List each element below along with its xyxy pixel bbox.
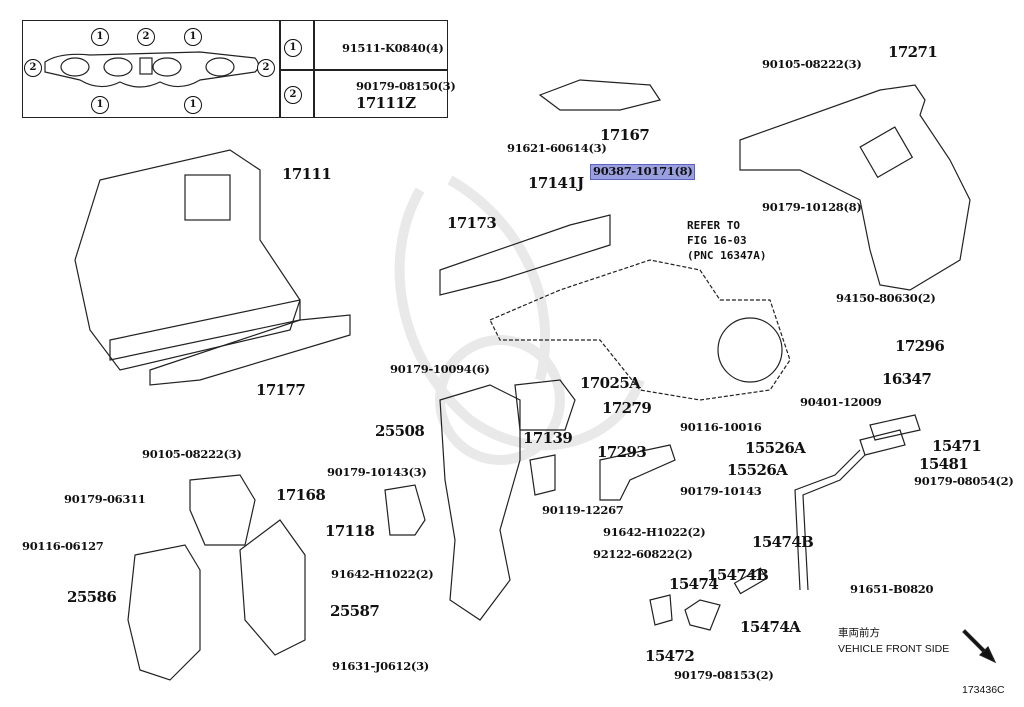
part-label[interactable]: 90179-06311 (64, 492, 146, 506)
part-label[interactable]: 15472 (645, 647, 695, 665)
part-label[interactable]: 17271 (888, 43, 938, 61)
part-label[interactable]: 91642-H1022(2) (331, 567, 434, 581)
part-label[interactable]: 91651-B0820 (850, 582, 934, 596)
part-label[interactable]: 91631-J0612(3) (332, 659, 429, 673)
part-label[interactable]: 17167 (600, 126, 650, 144)
part-label[interactable]: 90116-10016 (680, 420, 762, 434)
gasket-marker: 1 (91, 28, 109, 46)
part-label[interactable]: 90179-10143(3) (327, 465, 427, 479)
gasket-17173 (439, 214, 611, 296)
gasket-marker: 2 (137, 28, 155, 46)
part-label[interactable]: 17177 (256, 381, 306, 399)
heat-shield-17271 (739, 84, 971, 291)
part-label[interactable]: 17118 (325, 522, 375, 540)
part-label[interactable]: 15481 (919, 455, 969, 473)
part-label[interactable]: 91511-K0840(4) (342, 41, 444, 55)
exhaust-manifold (489, 259, 791, 401)
part-label[interactable]: 17111 (282, 165, 332, 183)
part-label[interactable]: 15526A (745, 439, 806, 457)
part-label[interactable]: 94150-80630(2) (836, 291, 936, 305)
heat-insulator-17168 (189, 474, 256, 546)
gasket-17177 (149, 314, 351, 386)
part-label[interactable]: 17173 (447, 214, 497, 232)
legend-callout-1: 1 (284, 39, 302, 57)
part-label[interactable]: 17279 (602, 399, 652, 417)
part-label[interactable]: 17111Z (356, 94, 416, 112)
part-label[interactable]: 90179-08153(2) (674, 668, 774, 682)
part-label[interactable]: 17141J (528, 174, 584, 192)
gasket-marker: 1 (184, 96, 202, 114)
part-label[interactable]: 90179-10128(8) (762, 200, 862, 214)
refer-note: REFER TO FIG 16-03 (PNC 16347A) (687, 219, 767, 262)
legend-gasket-drawing (44, 51, 260, 88)
legend-divider (279, 69, 447, 71)
fastener-legend (22, 20, 448, 118)
part-label[interactable]: 90179-08054(2) (914, 474, 1014, 488)
part-label[interactable]: 90105-08222(3) (142, 447, 242, 461)
heat-insulator-25586 (127, 544, 201, 681)
part-label[interactable]: 25508 (375, 422, 425, 440)
part-label[interactable]: 17025A (580, 374, 641, 392)
bracket-17167 (538, 79, 661, 111)
legend-callout-2: 2 (284, 86, 302, 104)
front-label-en: VEHICLE FRONT SIDE (838, 643, 950, 655)
heat-insulator-25587 (239, 519, 306, 656)
intake-manifold-17111 (74, 149, 301, 371)
part-label[interactable]: 90179-08150(3) (356, 79, 456, 93)
part-label[interactable]: 92122-60822(2) (593, 547, 693, 561)
part-label[interactable]: 25586 (67, 588, 117, 606)
gasket-marker: 2 (257, 59, 275, 77)
gasket-marker: 1 (91, 96, 109, 114)
part-label[interactable]: 15526A (727, 461, 788, 479)
gasket-marker: 2 (24, 59, 42, 77)
figure-id: 173436C (962, 684, 1005, 696)
gasket-marker: 1 (184, 28, 202, 46)
part-label[interactable]: 15474B (752, 533, 814, 551)
part-label[interactable]: 16347 (882, 370, 932, 388)
gasket-17279 (514, 379, 576, 431)
part-label[interactable]: 15474B (707, 566, 769, 584)
part-label[interactable]: 17168 (276, 486, 326, 504)
part-label[interactable]: 91621-60614(3) (507, 141, 607, 155)
part-label[interactable]: 17293 (597, 443, 647, 461)
part-label[interactable]: 17296 (895, 337, 945, 355)
bracket-17293 (599, 444, 676, 501)
part-label[interactable]: 90401-12009 (800, 395, 882, 409)
part-label[interactable]: 91642-H1022(2) (603, 525, 706, 539)
part-label[interactable]: 15474A (740, 618, 801, 636)
part-label[interactable]: 17139 (523, 429, 573, 447)
front-label-jp: 車両前方 (838, 627, 880, 639)
part-label[interactable]: 90179-10143 (680, 484, 762, 498)
water-pipe (794, 449, 866, 591)
part-label[interactable]: 15474 (669, 575, 719, 593)
part-label-highlighted[interactable]: 90387-10171(8) (590, 164, 696, 180)
part-label[interactable]: 90179-10094(6) (390, 362, 490, 376)
part-label[interactable]: 90119-12267 (542, 503, 624, 517)
part-label[interactable]: 90105-08222(3) (762, 57, 862, 71)
bracket-17118 (384, 484, 426, 536)
front-direction-arrow (962, 629, 997, 664)
part-label[interactable]: 15471 (932, 437, 982, 455)
part-label[interactable]: 25587 (330, 602, 380, 620)
part-label[interactable]: 90116-06127 (22, 539, 104, 553)
plate-17139 (529, 454, 556, 496)
catalytic-converter-25508 (439, 384, 521, 621)
